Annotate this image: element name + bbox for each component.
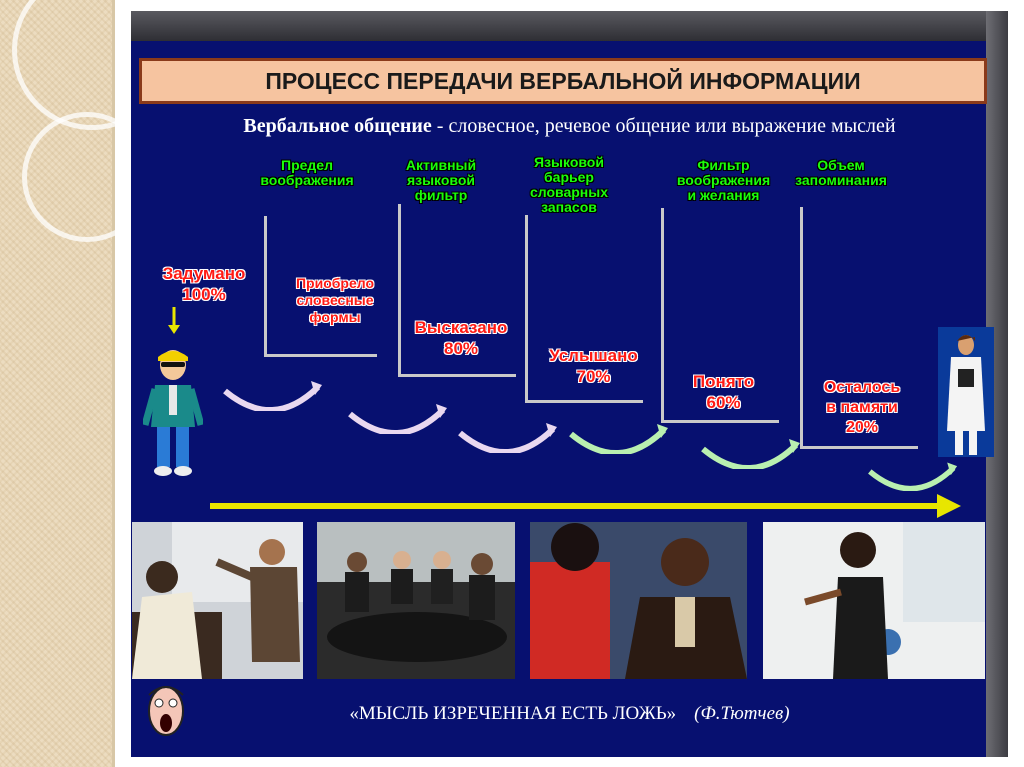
curved-arrow-icon: [569, 424, 669, 454]
quote-line: «МЫСЛЬ ИЗРЕЧЕННАЯ ЕСТЬ ЛОЖЬ» (Ф.Тютчев): [131, 703, 1008, 725]
slide-top-bar: [131, 11, 1008, 41]
speaker-figure-icon: [143, 345, 203, 480]
stage-label-words: Приобрело словесные формы: [278, 275, 392, 326]
filter-label-2: Активный языковой фильтр: [386, 158, 496, 203]
curved-arrow-icon: [701, 439, 801, 469]
stage-label-thought: Задумано 100%: [149, 263, 259, 305]
filter-label-1: Предел воображения: [243, 158, 371, 188]
subtitle-definition: - словесное, речевое общение или выражен…: [432, 115, 896, 137]
stage-label-heard: Услышано 70%: [531, 345, 656, 387]
slide-title: ПРОЦЕСС ПЕРЕДАЧИ ВЕРБАЛЬНОЙ ИНФОРМАЦИИ: [139, 58, 987, 104]
filter-label-4: Фильтр воображения и желания: [661, 158, 786, 203]
curved-arrow-icon: [223, 381, 323, 411]
curved-arrow-icon: [458, 423, 558, 453]
photo-presentation: [132, 522, 303, 679]
timeline-arrow: [210, 503, 940, 509]
photo-meeting: [317, 522, 515, 679]
slide: ПРОЦЕСС ПЕРЕДАЧИ ВЕРБАЛЬНОЙ ИНФОРМАЦИИ В…: [131, 11, 1008, 757]
subtitle-term: Вербальное общение: [243, 115, 431, 137]
curved-arrow-icon: [868, 461, 958, 491]
subtitle: Вербальное общение - словесное, речевое …: [131, 115, 1008, 138]
down-arrow-icon: [167, 307, 181, 335]
filter-label-3: Языковой барьер словарных запасов: [509, 155, 629, 215]
curved-arrow-icon: [348, 404, 448, 434]
filter-label-5: Объем запоминания: [786, 158, 896, 188]
photo-presenter: [763, 522, 985, 679]
stage-label-said: Высказано 80%: [401, 317, 521, 359]
stage-label-remembered: Осталось в памяти 20%: [802, 378, 922, 438]
quote-text: «МЫСЛЬ ИЗРЕЧЕННАЯ ЕСТЬ ЛОЖЬ»: [349, 703, 676, 724]
photo-conversation: [530, 522, 747, 679]
stage-label-understood: Понято 60%: [661, 371, 786, 413]
timeline-arrow-head: [937, 494, 961, 518]
listener-figure-icon: [941, 331, 991, 457]
quote-author: (Ф.Тютчев): [694, 703, 789, 724]
